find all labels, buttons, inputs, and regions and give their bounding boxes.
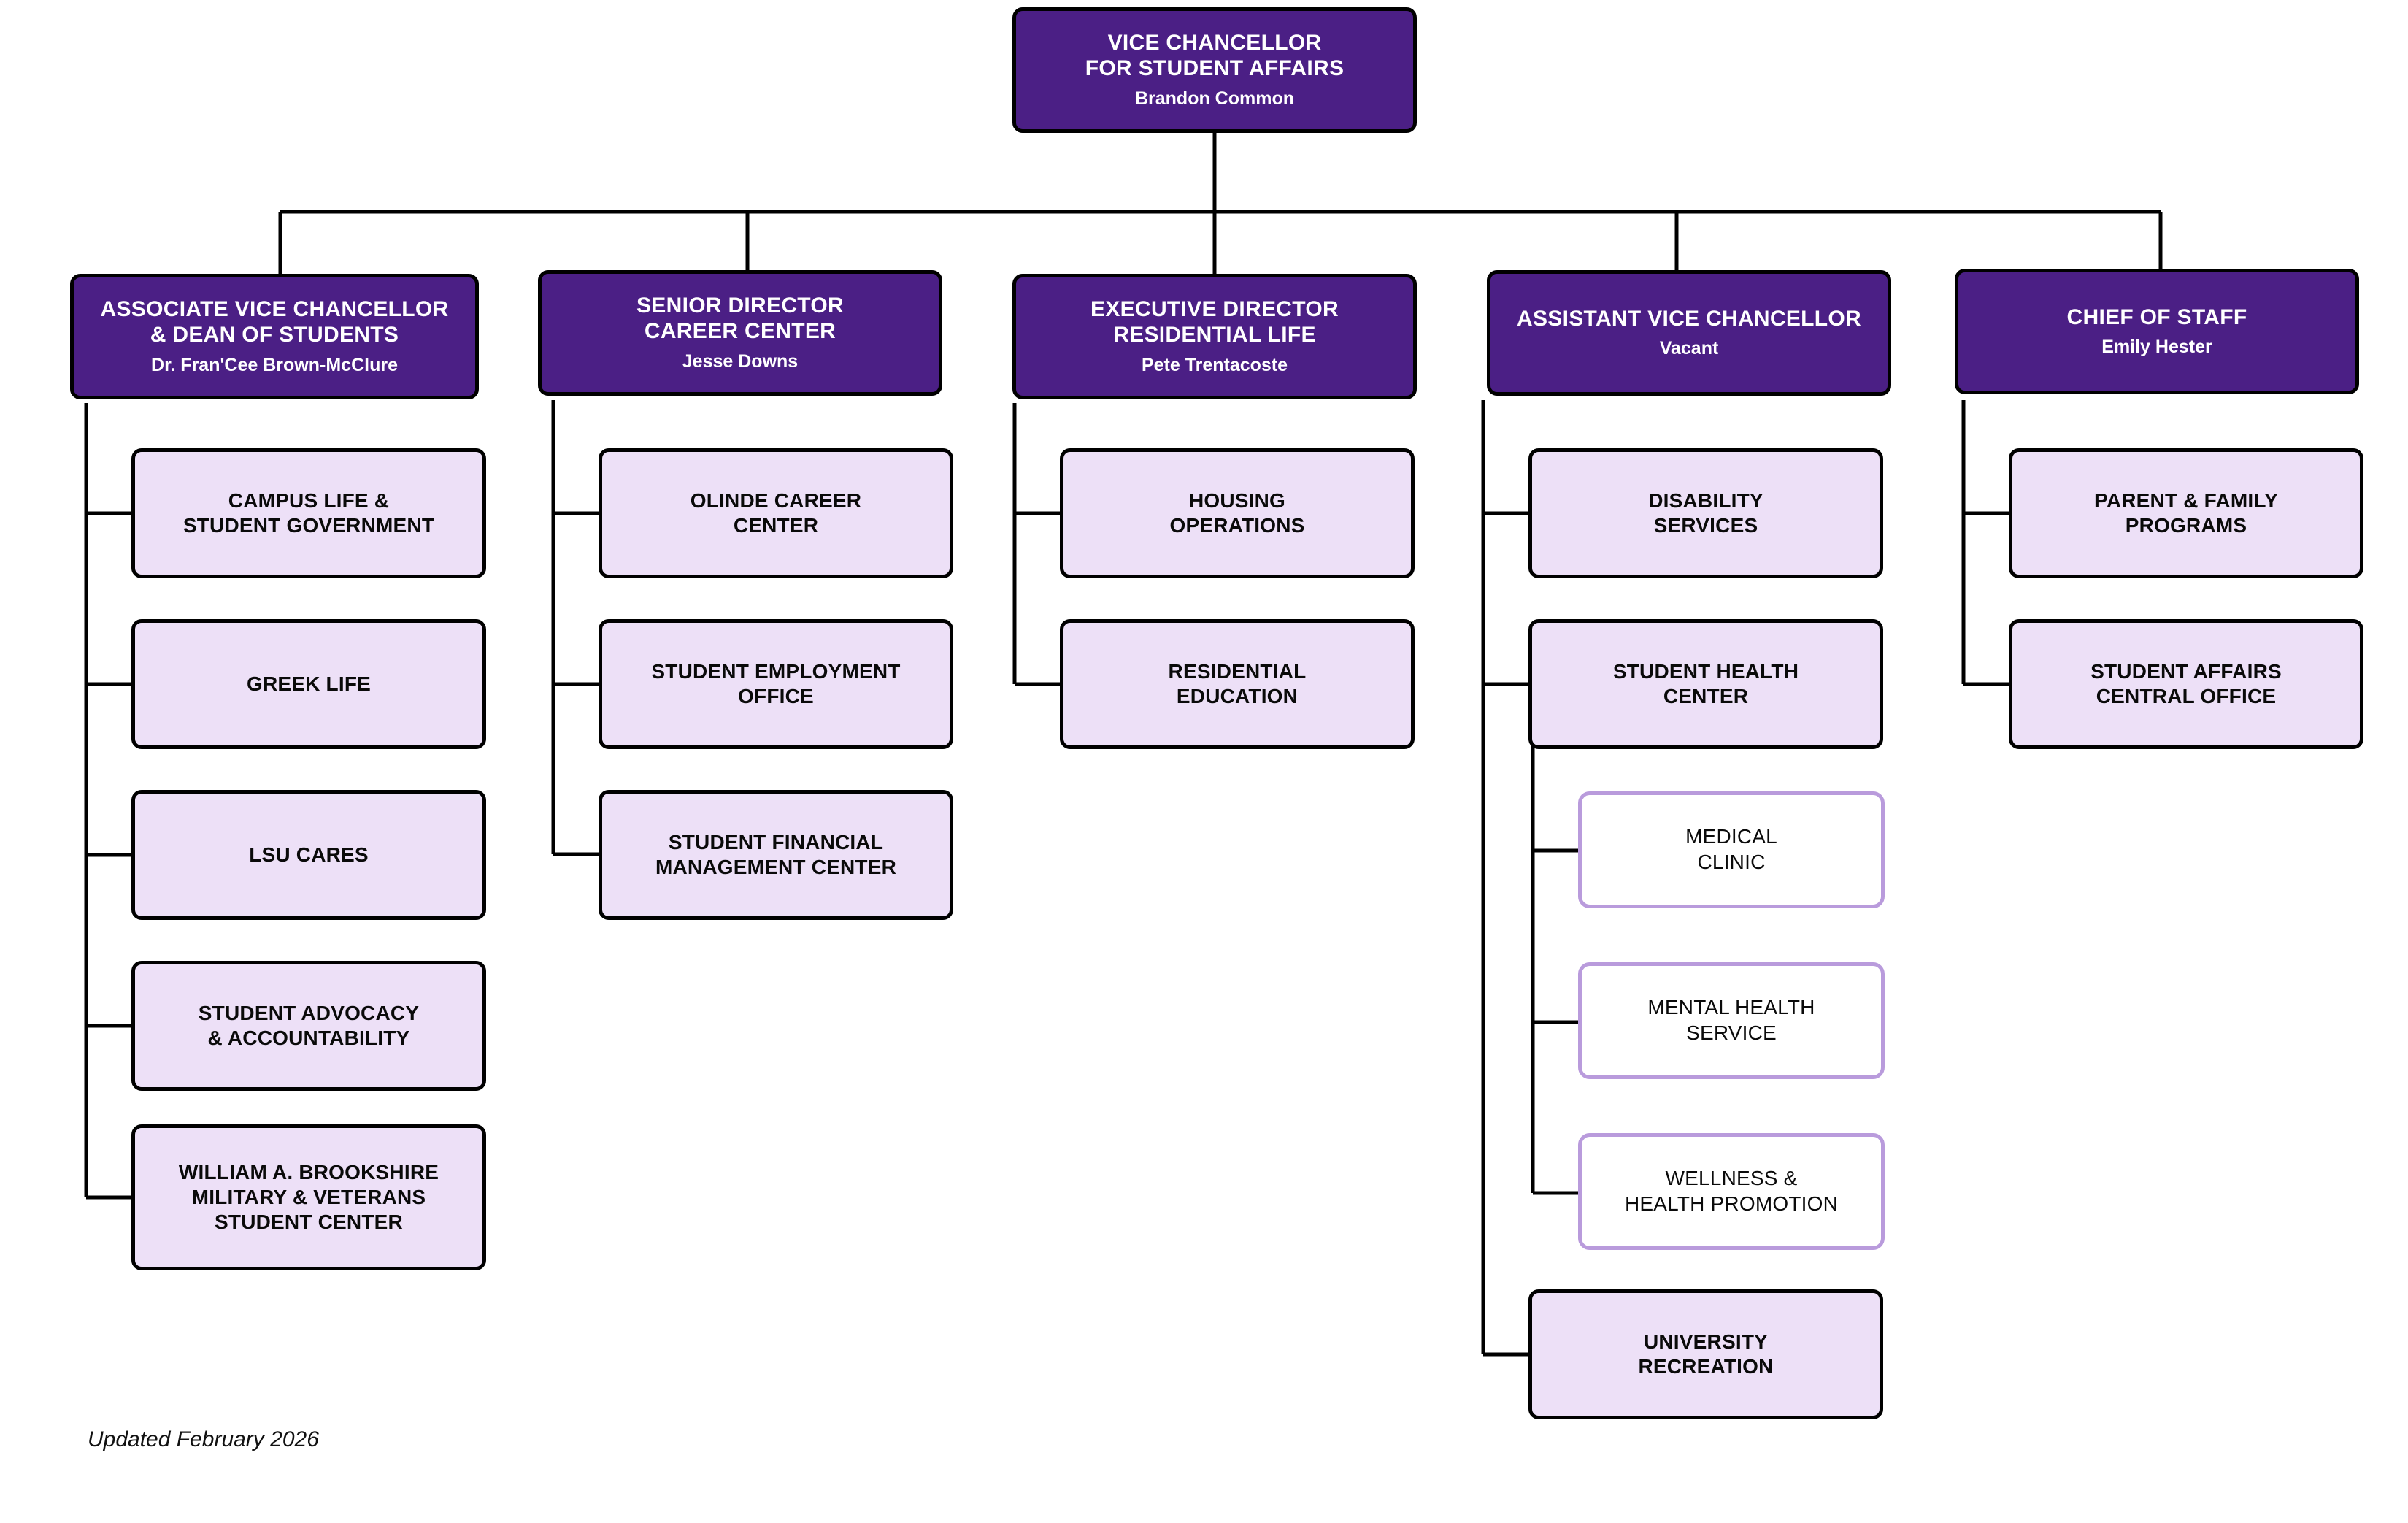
root-title-line1: VICE CHANCELLOR — [1107, 31, 1322, 55]
unit-label-line2: OPERATIONS — [1169, 514, 1305, 537]
unit-label-line1: STUDENT ADVOCACY — [198, 1001, 420, 1024]
unit-label-line2: MANAGEMENT CENTER — [655, 856, 897, 878]
sub-label-line1: MENTAL HEALTH — [1647, 996, 1815, 1019]
unit-label-line2: PROGRAMS — [2125, 514, 2247, 537]
node-senior-director-career-center[interactable]: SENIOR DIRECTOR CAREER CENTER Jesse Down… — [538, 270, 942, 396]
node-lsu-cares[interactable]: LSU CARES — [131, 790, 486, 920]
root-title-line2: FOR STUDENT AFFAIRS — [1085, 56, 1345, 80]
unit-label-line2: OFFICE — [738, 685, 814, 707]
branch5-person-name: Emily Hester — [2101, 337, 2212, 358]
unit-label-line1: CAMPUS LIFE & — [228, 488, 390, 512]
node-student-health-center[interactable]: STUDENT HEALTH CENTER — [1528, 619, 1883, 749]
unit-label-line1: WILLIAM A. BROOKSHIRE — [178, 1160, 439, 1184]
unit-label-line1: DISABILITY — [1648, 488, 1763, 512]
updated-date-label: Updated February 2026 — [88, 1427, 319, 1451]
node-vice-chancellor-student-affairs[interactable]: VICE CHANCELLOR FOR STUDENT AFFAIRS Bran… — [1012, 7, 1417, 133]
unit-label-line1: UNIVERSITY — [1643, 1330, 1768, 1353]
unit-label-line1: RESIDENTIAL — [1168, 659, 1307, 683]
unit-label-line1: LSU CARES — [249, 843, 369, 866]
node-wellness-health-promotion[interactable]: WELLNESS & HEALTH PROMOTION — [1578, 1133, 1885, 1250]
branch2-title-line2: CAREER CENTER — [644, 319, 836, 343]
unit-label-line2: SERVICES — [1653, 514, 1758, 537]
unit-label-line2: STUDENT GOVERNMENT — [182, 514, 435, 537]
unit-label-line1: HOUSING — [1188, 488, 1286, 512]
node-william-brookshire-military-veterans-student-center[interactable]: WILLIAM A. BROOKSHIRE MILITARY & VETERAN… — [131, 1124, 486, 1270]
unit-label-line1: STUDENT EMPLOYMENT — [651, 659, 901, 683]
node-parent-family-programs[interactable]: PARENT & FAMILY PROGRAMS — [2009, 448, 2363, 578]
branch1-title-line2: & DEAN OF STUDENTS — [150, 323, 399, 347]
node-greek-life[interactable]: GREEK LIFE — [131, 619, 486, 749]
branch3-person-name: Pete Trentacoste — [1141, 354, 1288, 375]
sub-label-line1: MEDICAL — [1685, 825, 1777, 848]
branch3-title-line2: RESIDENTIAL LIFE — [1113, 323, 1316, 347]
unit-label-line1: PARENT & FAMILY — [2094, 488, 2278, 512]
unit-label-line2: & ACCOUNTABILITY — [207, 1027, 410, 1049]
node-executive-director-residential-life[interactable]: EXECUTIVE DIRECTOR RESIDENTIAL LIFE Pete… — [1012, 274, 1417, 399]
unit-label-line2: CENTER — [733, 514, 819, 537]
unit-label-line1: OLINDE CAREER — [690, 488, 862, 512]
unit-label-line3: STUDENT CENTER — [215, 1211, 403, 1234]
sub-label-line2: HEALTH PROMOTION — [1624, 1192, 1839, 1215]
branch2-title-line1: SENIOR DIRECTOR — [636, 294, 844, 318]
unit-label-line2: MILITARY & VETERANS — [191, 1185, 426, 1208]
unit-label-line2: EDUCATION — [1176, 685, 1299, 707]
unit-label-line1: STUDENT FINANCIAL — [668, 830, 884, 853]
node-olinde-career-center[interactable]: OLINDE CAREER CENTER — [599, 448, 953, 578]
root-person-name: Brandon Common — [1134, 88, 1295, 109]
node-chief-of-staff[interactable]: CHIEF OF STAFF Emily Hester — [1955, 269, 2359, 394]
unit-label-line2: CENTER — [1663, 685, 1749, 707]
sub-label-line1: WELLNESS & — [1665, 1167, 1798, 1190]
node-residential-education[interactable]: RESIDENTIAL EDUCATION — [1060, 619, 1415, 749]
node-campus-life-student-government[interactable]: CAMPUS LIFE & STUDENT GOVERNMENT — [131, 448, 486, 578]
node-medical-clinic[interactable]: MEDICAL CLINIC — [1578, 791, 1885, 908]
unit-label-line2: RECREATION — [1638, 1355, 1774, 1378]
node-university-recreation[interactable]: UNIVERSITY RECREATION — [1528, 1289, 1883, 1419]
unit-label-line1: STUDENT HEALTH — [1612, 659, 1799, 683]
branch1-title-line1: ASSOCIATE VICE CHANCELLOR — [100, 297, 449, 322]
node-mental-health-service[interactable]: MENTAL HEALTH SERVICE — [1578, 962, 1885, 1079]
unit-label-line1: GREEK LIFE — [246, 672, 371, 695]
sub-label-line2: CLINIC — [1697, 851, 1766, 873]
node-student-financial-management-center[interactable]: STUDENT FINANCIAL MANAGEMENT CENTER — [599, 790, 953, 920]
node-student-employment-office[interactable]: STUDENT EMPLOYMENT OFFICE — [599, 619, 953, 749]
branch4-title-line1: ASSISTANT VICE CHANCELLOR — [1517, 306, 1861, 331]
branch5-title-line1: CHIEF OF STAFF — [2066, 304, 2247, 329]
branch2-person-name: Jesse Downs — [682, 350, 799, 372]
unit-label-line2: CENTRAL OFFICE — [2096, 685, 2277, 707]
node-disability-services[interactable]: DISABILITY SERVICES — [1528, 448, 1883, 578]
node-student-affairs-central-office[interactable]: STUDENT AFFAIRS CENTRAL OFFICE — [2009, 619, 2363, 749]
node-assistant-vice-chancellor[interactable]: ASSISTANT VICE CHANCELLOR Vacant — [1487, 270, 1891, 396]
unit-label-line1: STUDENT AFFAIRS — [2090, 659, 2282, 683]
branch4-person-name: Vacant — [1659, 338, 1719, 359]
node-associate-vice-chancellor-dean-of-students[interactable]: ASSOCIATE VICE CHANCELLOR & DEAN OF STUD… — [70, 274, 479, 399]
node-student-advocacy-accountability[interactable]: STUDENT ADVOCACY & ACCOUNTABILITY — [131, 961, 486, 1091]
branch3-title-line1: EXECUTIVE DIRECTOR — [1090, 297, 1339, 322]
branch1-person-name: Dr. Fran'Cee Brown-McClure — [151, 354, 398, 375]
node-housing-operations[interactable]: HOUSING OPERATIONS — [1060, 448, 1415, 578]
sub-label-line2: SERVICE — [1686, 1021, 1777, 1044]
